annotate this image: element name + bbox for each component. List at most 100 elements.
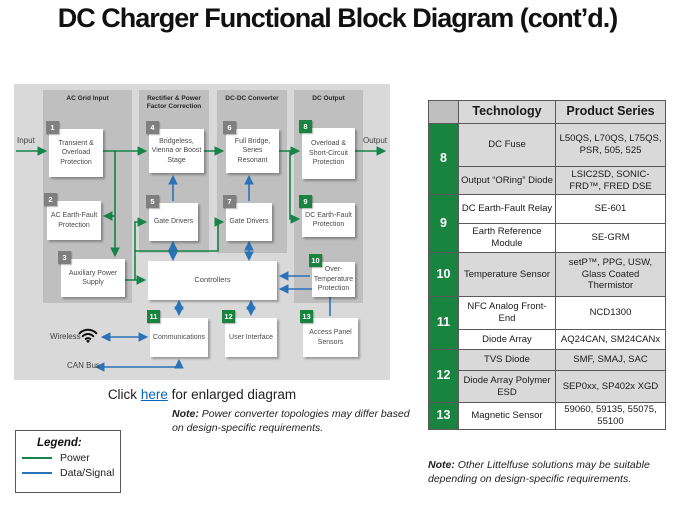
block-label: Auxiliary Power Supply [68,269,118,286]
block-number-badge: 13 [300,310,313,323]
column-header: DC-DC Converter [225,95,279,102]
technology-cell: Output “ORing” Diode [458,166,556,195]
legend-label: Data/Signal [60,467,115,479]
block-number-badge: 4 [146,121,159,134]
block-number-badge: 2 [44,193,57,206]
block-label: Access Panel Sensors [309,329,352,346]
block-bridgeless-vienna-boost: 4 Bridgeless, Vienna or Boost Stage [146,121,204,173]
note-lead: Note: [172,408,199,420]
block-user-interface: 12 User Interface [222,310,277,357]
block-label: User Interface [229,333,273,341]
product-series-cell: AQ24CAN, SM24CANx [555,329,666,350]
note-text: Power converter topologies may differ ba… [172,408,410,434]
group-number-13: 13 [428,402,459,430]
technology-cell: Temperature Sensor [458,252,556,297]
block-full-bridge-series-resonant: 6 Full Bridge, Series Resonant [223,121,279,173]
block-over-temperature-protection: 10 Over-Temperature Protection [309,254,355,297]
group-number-9: 9 [428,194,459,253]
block-overload-short-circuit-protection: 8 Overload & Short-Circuit Protection [299,120,355,179]
legend-title: Legend: [37,437,82,449]
technology-cell: Earth Reference Module [458,223,556,253]
table-row: 8 DC Fuse L50QS, L70QS, L75QS, PSR, 505,… [428,123,666,195]
table-row: Diode Array AQ24CAN, SM24CANx [429,329,666,350]
technology-cell: Diode Array Polymer ESD [458,370,556,403]
wireless-label: Wireless [50,332,81,341]
group-number-8: 8 [428,123,459,195]
product-series-cell: NCD1300 [555,296,666,330]
block-diagram: AC Grid Input Rectifier & Power Factor C… [14,84,390,380]
input-label: Input [17,136,35,145]
enlarge-instruction: Click here for enlarged diagram [14,387,390,402]
enlarge-suffix: for enlarged diagram [167,387,297,402]
block-communications: 11 Communications [147,310,208,357]
table-row: 13 Magnetic Sensor 59060, 59135, 55075, … [428,402,666,430]
block-number-badge: 7 [223,195,236,208]
block-controllers: Controllers [148,261,277,300]
column-header: DC Output [312,95,345,102]
technology-cell: Magnetic Sensor [458,402,556,430]
note-lead: Note: [428,459,455,471]
block-number-badge: 1 [46,121,59,134]
block-label: Over-Temperature Protection [313,266,354,293]
block-number-badge: 5 [146,195,159,208]
product-series-cell: SE-601 [555,194,666,224]
block-access-panel-sensors: 13 Access Panel Sensors [300,310,358,357]
wifi-icon [78,328,98,343]
technology-cell: DC Fuse [458,123,556,167]
block-number-badge: 11 [147,310,160,323]
block-label: Overload & Short-Circuit Protection [309,140,348,167]
technology-cell: TVS Diode [458,349,556,371]
column-header-product-series: Product Series [555,100,666,124]
block-number-badge: 3 [58,251,71,264]
table-row: 9 DC Earth-Fault Relay SE-601 [428,194,666,253]
block-label: Full Bridge, Series Resonant [234,137,271,164]
block-label: Communications [152,333,206,341]
block-number-badge: 9 [299,195,312,208]
product-series-cell: setP™, PPG, USW, Glass Coated Thermistor [555,252,666,297]
column-header: Rectifier & Power Factor Correction [146,95,202,111]
power-line-swatch [22,457,52,459]
table-row: Diode Array Polymer ESD SEP0xx, SP402x X… [429,370,666,403]
block-number-badge: 10 [309,254,322,267]
group-number-10: 10 [428,252,459,297]
technology-cell: DC Earth-Fault Relay [458,194,556,224]
enlarged-diagram-link[interactable]: here [140,387,168,402]
table-row: Output “ORing” Diode LSIC2SD, SONIC-FRD™… [429,166,666,195]
block-label: Transient & Overload Protection [58,139,94,166]
legend-label: Power [60,452,90,464]
legend-item-data-signal: Data/Signal [22,467,120,479]
group-number-11: 11 [428,296,459,350]
column-header-technology: Technology [458,100,556,124]
output-label: Output [363,136,388,145]
product-series-cell: 59060, 59135, 55075, 55100 [555,402,666,430]
diagram-note: Note: Power converter topologies may dif… [172,408,420,435]
block-label: DC Earth-Fault Protection [305,211,352,228]
enlarge-prefix: Click [107,387,141,402]
block-number-badge: 6 [223,121,236,134]
block-label: Gate Drivers [153,218,194,226]
product-series-cell: SE-GRM [555,223,666,253]
legend: Legend: Power Data/Signal [15,430,121,493]
table-row: Earth Reference Module SE-GRM [429,223,666,253]
column-header: AC Grid Input [66,95,109,102]
data-signal-line-swatch [22,472,52,474]
product-series-cell: L50QS, L70QS, L75QS, PSR, 505, 525 [555,123,666,167]
page-title: DC Charger Functional Block Diagram (con… [57,3,619,33]
table-note: Note: Other Littelfuse solutions may be … [428,459,670,486]
product-series-cell: SEP0xx, SP402x XGD [555,370,666,403]
block-label: Controllers [194,275,231,285]
block-number-badge: 12 [222,310,235,323]
block-gate-drivers-pfc: 5 Gate Drivers [146,195,198,241]
legend-item-power: Power [22,452,120,464]
product-series-cell: LSIC2SD, SONIC-FRD™, FRED DSE [555,166,666,195]
block-gate-drivers-dcdc: 7 Gate Drivers [223,195,272,241]
block-dc-earth-fault-protection: 9 DC Earth-Fault Protection [299,195,355,237]
can-bus-label: CAN Bus [67,361,100,370]
table-row: 10 Temperature Sensor setP™, PPG, USW, G… [428,252,666,297]
block-label: Gate Drivers [229,218,269,226]
technology-cell: Diode Array [458,329,556,350]
table-row: 11 NFC Analog Front-End NCD1300 [428,296,666,350]
technology-cell: NFC Analog Front-End [458,296,556,330]
block-transient-overload-protection: 1 Transient & Overload Protection [46,121,103,177]
